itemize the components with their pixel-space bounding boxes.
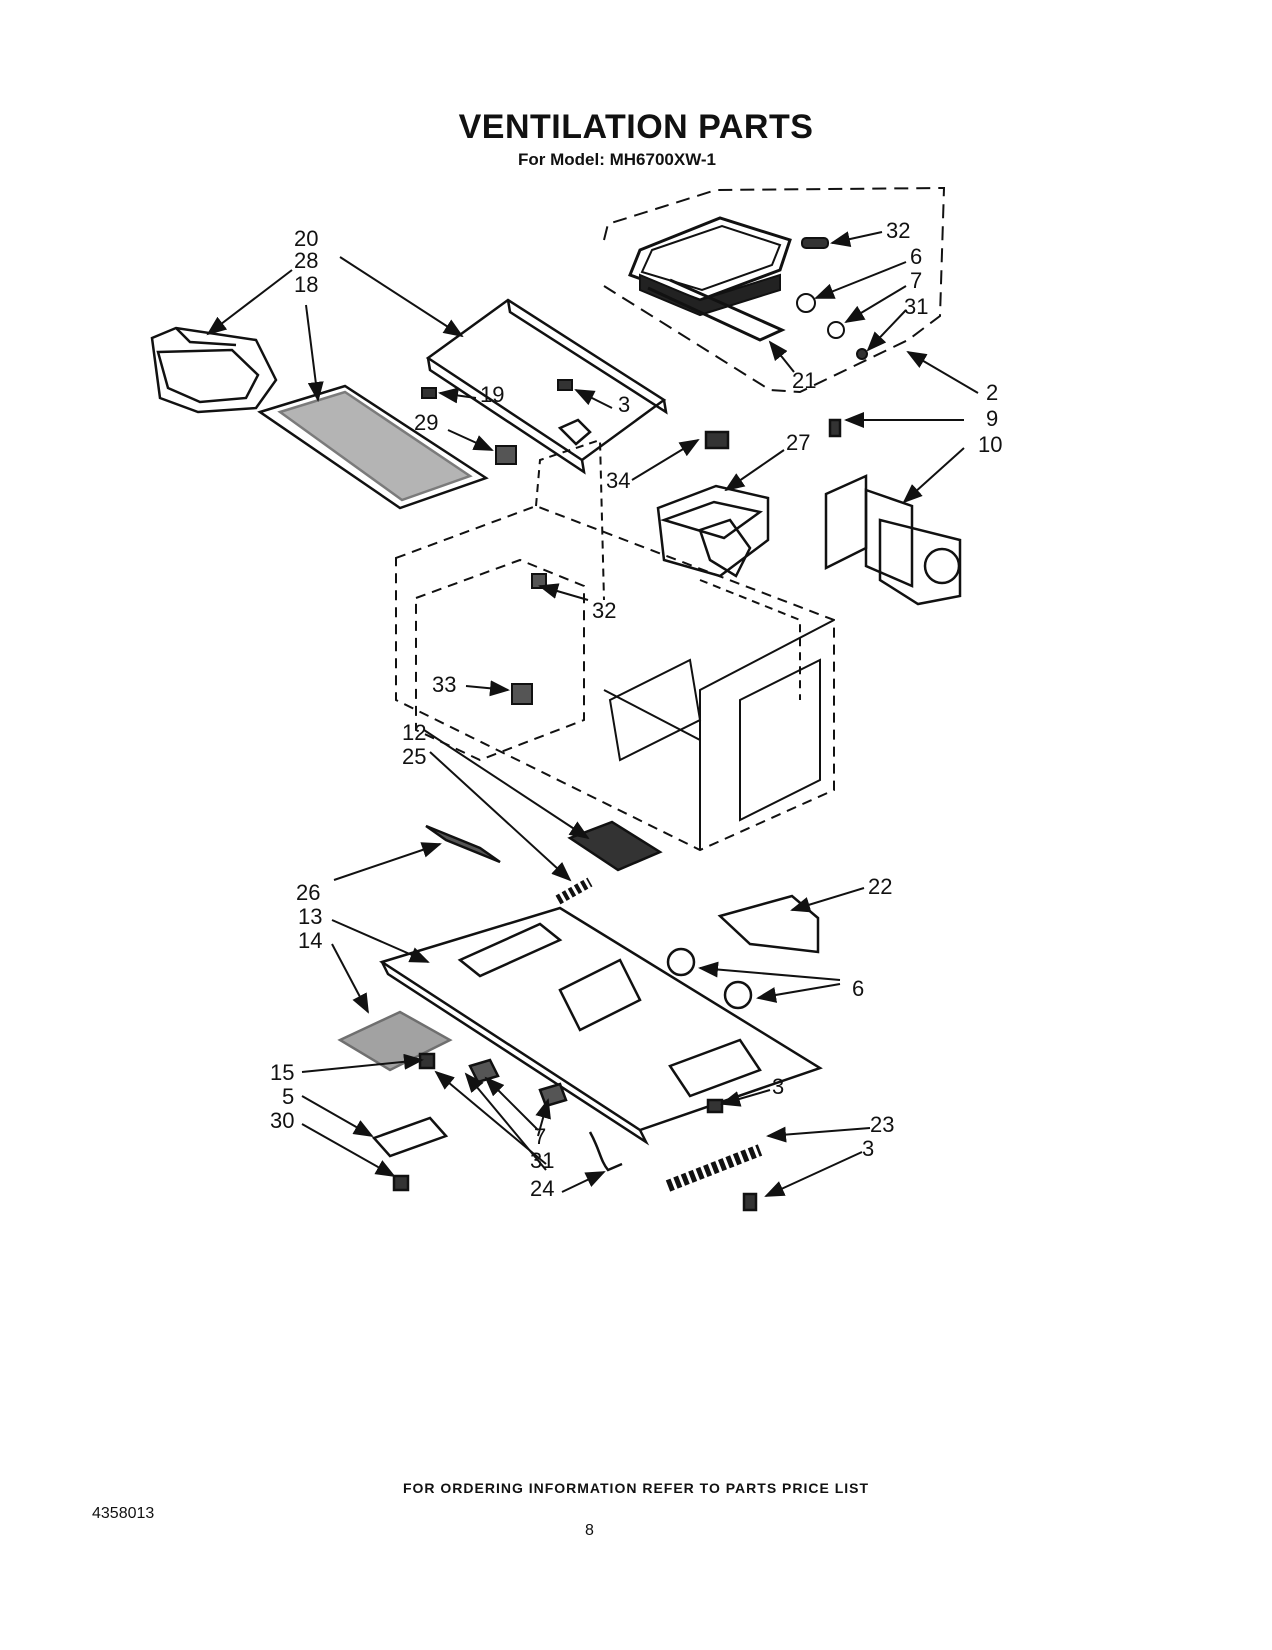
callout-33: 33	[432, 672, 456, 697]
callout-22: 22	[868, 874, 892, 899]
bottom-panel	[337, 820, 823, 1212]
callout-12: 12	[402, 720, 426, 745]
callout-6-bottom: 6	[852, 976, 864, 1001]
document-number: 4358013	[92, 1505, 155, 1522]
callout-32-top: 32	[886, 218, 910, 243]
callout-20: 20	[294, 226, 318, 251]
small-hardware	[421, 379, 573, 705]
callout-32-mid: 32	[592, 598, 616, 623]
callout-6-top: 6	[910, 244, 922, 269]
callout-31-top: 31	[904, 294, 928, 319]
callout-13: 13	[298, 904, 322, 929]
callout-2: 2	[986, 380, 998, 405]
callout-27: 27	[786, 430, 810, 455]
callout-24: 24	[530, 1176, 554, 1201]
callout-14: 14	[298, 928, 322, 953]
leader-lines	[206, 231, 979, 1197]
callout-31-bottom: 31	[530, 1148, 554, 1173]
ordering-note: FOR ORDERING INFORMATION REFER TO PARTS …	[402, 1480, 870, 1496]
callout-10: 10	[978, 432, 1002, 457]
oven-cabinet	[395, 438, 835, 852]
callout-25: 25	[402, 744, 426, 769]
model-subtitle: For Model: MH6700XW-1	[518, 150, 717, 169]
exhaust-fan	[824, 418, 962, 606]
blower-motor	[656, 430, 770, 578]
callout-21: 21	[792, 368, 816, 393]
callout-34: 34	[606, 468, 630, 493]
callout-15: 15	[270, 1060, 294, 1085]
callout-19: 19	[480, 382, 504, 407]
page-number: 8	[585, 1522, 594, 1539]
callout-3-top: 3	[618, 392, 630, 417]
vent-grille	[150, 326, 278, 414]
top-plate	[425, 298, 668, 475]
callout-26: 26	[296, 880, 320, 905]
callout-7-bottom: 7	[534, 1124, 546, 1149]
callout-23: 23	[870, 1112, 894, 1137]
callout-3-bottom: 3	[862, 1136, 874, 1161]
callout-18: 18	[294, 272, 318, 297]
callout-9: 9	[986, 406, 998, 431]
grease-filter-panel	[257, 384, 489, 510]
page-title: VENTILATION PARTS	[458, 108, 814, 146]
filter-assembly-group	[603, 186, 946, 394]
callout-29: 29	[414, 410, 438, 435]
callout-numbers: 20 28 18 19 29 3 32 6 7 31 21 2 9 10 27 …	[270, 218, 1002, 1201]
callout-30: 30	[270, 1108, 294, 1133]
callout-3-mid: 3	[772, 1074, 784, 1099]
callout-28: 28	[294, 248, 318, 273]
callout-7-top: 7	[910, 268, 922, 293]
callout-5: 5	[282, 1084, 294, 1109]
